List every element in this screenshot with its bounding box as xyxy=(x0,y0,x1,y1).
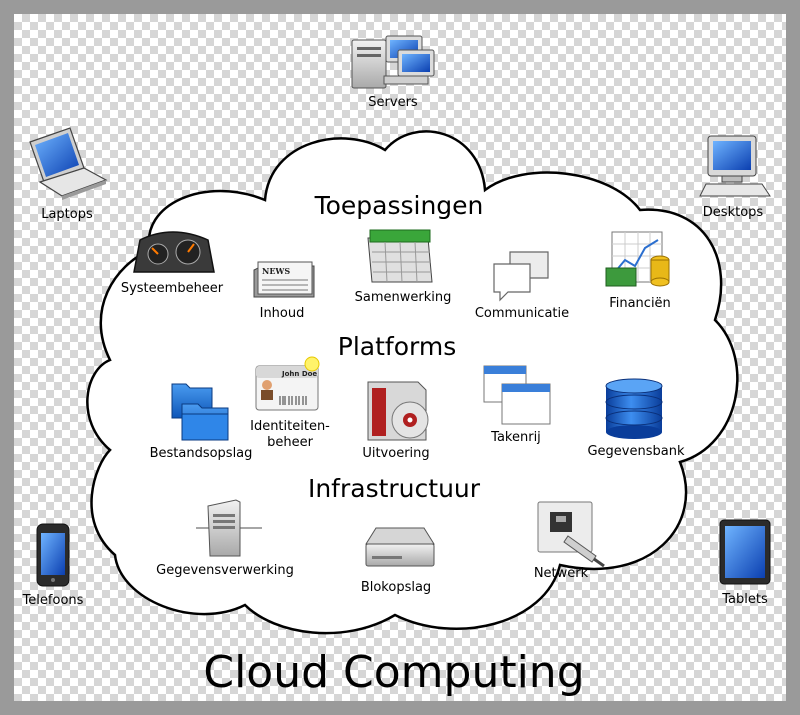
compute-label: Gegevensverwerking xyxy=(156,563,294,578)
monitoring-label: Systeembeheer xyxy=(121,281,224,296)
desktops-label: Desktops xyxy=(703,205,764,220)
runtime-label: Uitvoering xyxy=(362,446,429,461)
database-label: Gegevensbank xyxy=(587,444,684,459)
server-icon xyxy=(351,35,435,89)
collaboration-label: Samenwerking xyxy=(355,290,452,305)
phones-label: Telefoons xyxy=(22,593,84,608)
calendar-icon xyxy=(367,229,433,283)
section-platforms: Platforms xyxy=(338,332,456,361)
id-card-icon: John Doe xyxy=(255,356,320,411)
dashboard-gauge-icon xyxy=(133,231,215,273)
network-port-icon xyxy=(537,501,605,568)
servers-label: Servers xyxy=(368,95,418,110)
hard-drive-icon xyxy=(365,527,435,567)
section-applications: Toepassingen xyxy=(314,191,484,220)
communication-label: Communicatie xyxy=(475,306,569,321)
id-card-name: John Doe xyxy=(281,370,317,378)
server-tower-icon xyxy=(196,499,262,557)
phone-icon xyxy=(36,523,70,587)
object-storage-label: Bestandsopslag xyxy=(150,446,253,461)
queue-label: Takenrij xyxy=(490,430,541,445)
database-icon xyxy=(605,378,663,439)
finance-label: Financiën xyxy=(609,296,671,311)
laptops-label: Laptops xyxy=(41,207,93,222)
folders-icon xyxy=(171,383,229,441)
content-label: Inhoud xyxy=(260,306,305,321)
desktop-icon xyxy=(699,135,771,197)
identity-label-line2: beheer xyxy=(267,435,313,450)
tablet-icon xyxy=(719,519,771,585)
diagram-title: Cloud Computing xyxy=(203,647,584,698)
newspaper-icon: NEWS xyxy=(253,261,315,298)
windows-stack-icon xyxy=(483,365,551,425)
svg-text:NEWS: NEWS xyxy=(262,266,290,276)
block-storage-label: Blokopslag xyxy=(361,580,431,595)
disc-install-icon xyxy=(367,381,429,441)
tablets-label: Tablets xyxy=(721,592,768,607)
chart-money-icon xyxy=(605,231,670,287)
network-label: Netwerk xyxy=(534,566,589,581)
section-infrastructure: Infrastructuur xyxy=(308,474,481,503)
chat-bubbles-icon xyxy=(493,251,549,302)
identity-label-line1: Identiteiten- xyxy=(250,419,330,434)
laptop-icon xyxy=(29,127,108,200)
